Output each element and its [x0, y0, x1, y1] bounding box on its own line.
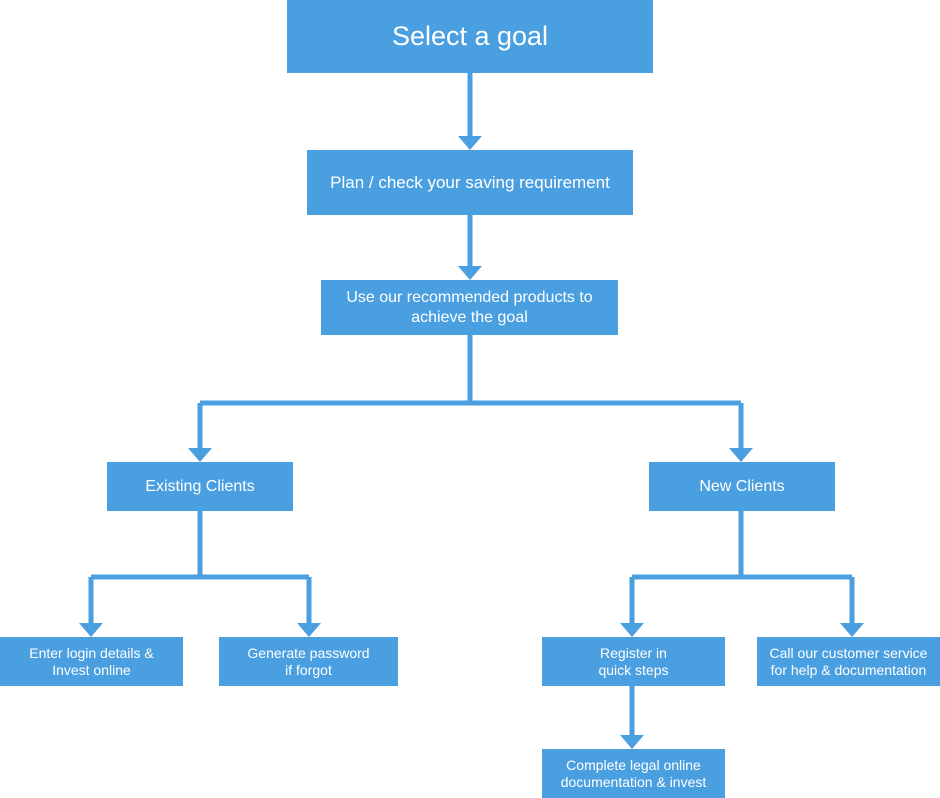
node-generate-password: Generate password if forgot [219, 637, 398, 686]
node-call-customer-service: Call our customer service for help & doc… [757, 637, 940, 686]
node-existing-clients: Existing Clients [107, 462, 293, 511]
arrow-to-call-arrowhead [840, 623, 864, 637]
node-recommended-products: Use our recommended products to achieve … [321, 280, 618, 335]
node-plan-saving: Plan / check your saving requirement [307, 150, 633, 215]
arrow-to-new-arrowhead [729, 448, 753, 462]
arrow-to-generate-arrowhead [297, 623, 321, 637]
node-select-goal: Select a goal [287, 0, 653, 73]
arrow-register-to-legal-arrowhead [620, 735, 644, 749]
node-new-clients: New Clients [649, 462, 835, 511]
node-login-invest: Enter login details & Invest online [0, 637, 183, 686]
connector-split-new [632, 511, 852, 580]
arrow-to-register-arrowhead [620, 623, 644, 637]
arrow-goal-to-plan-arrowhead [458, 136, 482, 150]
node-legal-documentation: Complete legal online documentation & in… [542, 749, 725, 798]
node-register: Register in quick steps [542, 637, 725, 686]
connector-split-clients [200, 335, 741, 406]
arrow-to-existing-arrowhead [188, 448, 212, 462]
arrow-plan-to-use-arrowhead [458, 266, 482, 280]
arrow-to-login-arrowhead [79, 623, 103, 637]
connector-split-existing [91, 511, 309, 580]
